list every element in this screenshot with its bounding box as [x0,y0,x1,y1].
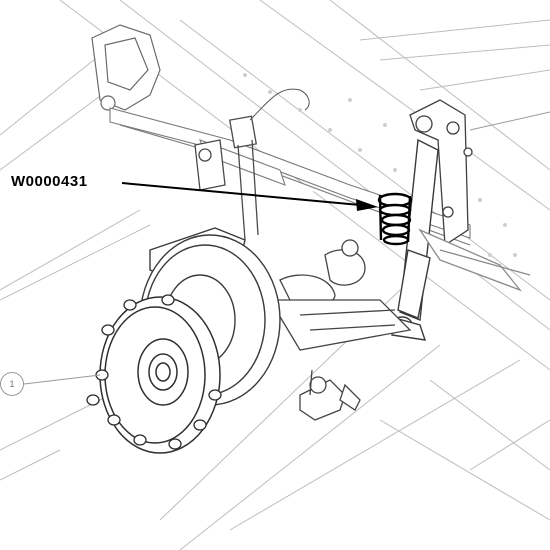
u-bolt-clamp [194,115,259,241]
callout-leader-right [469,111,550,131]
part-number-label: W0000431 [11,173,88,190]
jounce-bumper [377,192,413,246]
steering-knuckle [268,228,531,351]
callout-bubble: 1 [0,372,24,396]
tie-rod-end [299,369,361,421]
brake-line [249,88,310,121]
spring-hanger [91,24,161,111]
callout-leader [23,374,101,385]
shock-upper-bracket [409,99,473,247]
wheel-studs [86,294,222,450]
wheel-hub [99,296,221,454]
frame-rivets [243,73,517,257]
arrow-pointer-icon [121,182,378,211]
